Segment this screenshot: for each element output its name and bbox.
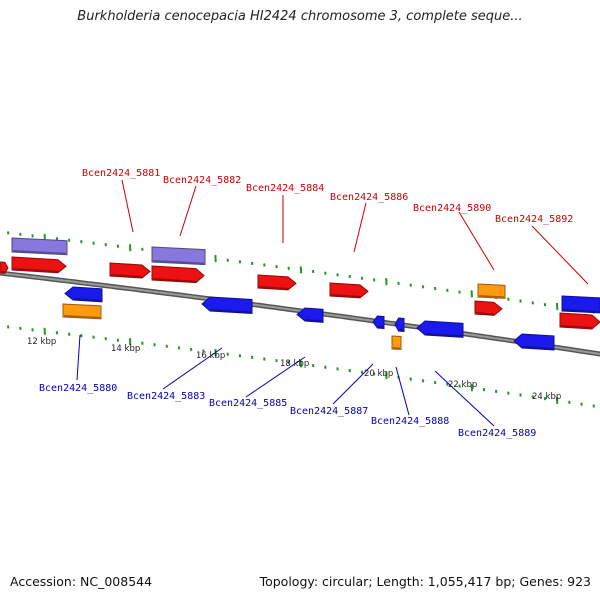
gene-feature[interactable] bbox=[329, 282, 369, 299]
scale-label: 22 kbp bbox=[448, 380, 477, 390]
feature-shadow bbox=[12, 250, 67, 255]
feature-shadow bbox=[478, 295, 505, 299]
leader-line-top bbox=[121, 179, 134, 233]
feature-body[interactable] bbox=[559, 312, 600, 330]
feature-body[interactable] bbox=[329, 282, 369, 299]
gene-feature[interactable] bbox=[62, 303, 102, 320]
gene-label-top[interactable]: Bcen2424_5886 bbox=[330, 192, 408, 203]
feature-shadow bbox=[210, 309, 252, 314]
gene-feature[interactable] bbox=[394, 317, 405, 332]
gene-labels[interactable]: Bcen2424_5881Bcen2424_5882Bcen2424_5884B… bbox=[39, 168, 573, 439]
feature-shadow bbox=[63, 315, 101, 319]
feature-shadow bbox=[562, 309, 600, 313]
leader-line-bottom bbox=[76, 334, 81, 381]
feature-shadow bbox=[560, 325, 593, 329]
scale-label: 20 kbp bbox=[364, 369, 393, 379]
gene-label-bottom[interactable]: Bcen2424_5880 bbox=[39, 383, 117, 394]
gene-label-bottom[interactable]: Bcen2424_5889 bbox=[458, 428, 536, 439]
gene-label-top[interactable]: Bcen2424_5882 bbox=[163, 175, 241, 186]
feature-shadow bbox=[425, 333, 463, 338]
scale-label: 16 kbp bbox=[196, 351, 225, 361]
gene-feature[interactable] bbox=[151, 246, 206, 266]
feature-body[interactable] bbox=[62, 303, 102, 320]
inner-tick-ring bbox=[7, 325, 595, 408]
feature-body[interactable] bbox=[151, 265, 205, 284]
gene-feature[interactable] bbox=[561, 295, 600, 314]
leader-line-top bbox=[179, 185, 197, 237]
gene-label-bottom[interactable]: Bcen2424_5885 bbox=[209, 398, 287, 409]
label-leader-lines bbox=[76, 179, 589, 427]
feature-body[interactable] bbox=[391, 335, 402, 350]
feature-shadow bbox=[110, 274, 143, 278]
genome-summary-text: Topology: circular; Length: 1,055,417 bp… bbox=[259, 574, 591, 589]
gene-label-top[interactable]: Bcen2424_5884 bbox=[246, 183, 324, 194]
scale-labels: 12 kbp 14 kbp 16 kbp 18 kbp 20 kbp 22 kbp 24 k… bbox=[27, 337, 561, 402]
gene-feature[interactable] bbox=[151, 265, 205, 284]
gene-features[interactable] bbox=[0, 237, 600, 351]
gene-feature[interactable] bbox=[416, 320, 464, 338]
gene-feature[interactable] bbox=[11, 256, 67, 274]
feature-shadow bbox=[258, 286, 289, 290]
leader-line-bottom bbox=[332, 363, 374, 405]
feature-body[interactable] bbox=[11, 237, 68, 256]
gene-feature[interactable] bbox=[372, 315, 385, 330]
feature-shadow bbox=[522, 346, 554, 350]
leader-line-top bbox=[458, 211, 495, 271]
gene-feature[interactable] bbox=[513, 333, 555, 351]
chromosome-backbone bbox=[0, 270, 600, 357]
gene-feature[interactable] bbox=[64, 286, 103, 303]
feature-body[interactable] bbox=[474, 300, 503, 316]
feature-shadow bbox=[378, 326, 384, 329]
feature-shadow bbox=[73, 298, 102, 302]
gene-feature[interactable] bbox=[477, 283, 506, 299]
gene-label-top[interactable]: Bcen2424_5881 bbox=[82, 168, 160, 179]
scale-label: 18 kbp bbox=[280, 359, 309, 369]
leader-line-top bbox=[353, 202, 367, 253]
gene-label-bottom[interactable]: Bcen2424_5883 bbox=[127, 391, 205, 402]
gene-feature[interactable] bbox=[257, 274, 297, 291]
gene-feature[interactable] bbox=[11, 237, 68, 256]
feature-body[interactable] bbox=[561, 295, 600, 314]
feature-shadow bbox=[330, 294, 361, 298]
gene-label-bottom[interactable]: Bcen2424_5887 bbox=[290, 406, 368, 417]
feature-body[interactable] bbox=[151, 246, 206, 266]
feature-shadow bbox=[12, 268, 59, 273]
feature-body[interactable] bbox=[0, 261, 9, 274]
accession-text: Accession: NC_008544 bbox=[10, 574, 153, 589]
gene-feature[interactable] bbox=[296, 307, 324, 323]
feature-shadow bbox=[475, 312, 495, 316]
leader-line-bottom bbox=[434, 370, 495, 427]
gene-feature[interactable] bbox=[474, 300, 503, 316]
gene-label-top[interactable]: Bcen2424_5892 bbox=[495, 214, 573, 225]
backbone-highlight bbox=[0, 271, 600, 356]
feature-shadow bbox=[152, 260, 205, 265]
leader-line-bottom bbox=[162, 347, 223, 390]
gene-label-top[interactable]: Bcen2424_5890 bbox=[413, 203, 491, 214]
map-title: Burkholderia cenocepacia HI2424 chromoso… bbox=[77, 9, 523, 24]
gene-feature[interactable] bbox=[0, 261, 9, 274]
gene-label-bottom[interactable]: Bcen2424_5888 bbox=[371, 416, 449, 427]
leader-line-bottom bbox=[395, 366, 410, 416]
feature-body[interactable] bbox=[109, 262, 151, 279]
feature-shadow bbox=[305, 319, 323, 323]
scale-label: 14 kbp bbox=[111, 344, 140, 354]
feature-body[interactable] bbox=[257, 274, 297, 291]
gene-feature[interactable] bbox=[559, 312, 600, 330]
outer-tick-ring bbox=[7, 231, 595, 314]
leader-line-bottom bbox=[245, 356, 306, 398]
feature-body[interactable] bbox=[477, 283, 506, 299]
gene-feature[interactable] bbox=[391, 335, 402, 350]
leader-line-top bbox=[531, 225, 589, 285]
gene-feature[interactable] bbox=[201, 296, 253, 315]
scale-label: 12 kbp bbox=[27, 337, 56, 347]
gene-feature[interactable] bbox=[109, 262, 151, 279]
scale-label: 24 kbp bbox=[532, 392, 561, 402]
feature-shadow bbox=[152, 278, 197, 283]
